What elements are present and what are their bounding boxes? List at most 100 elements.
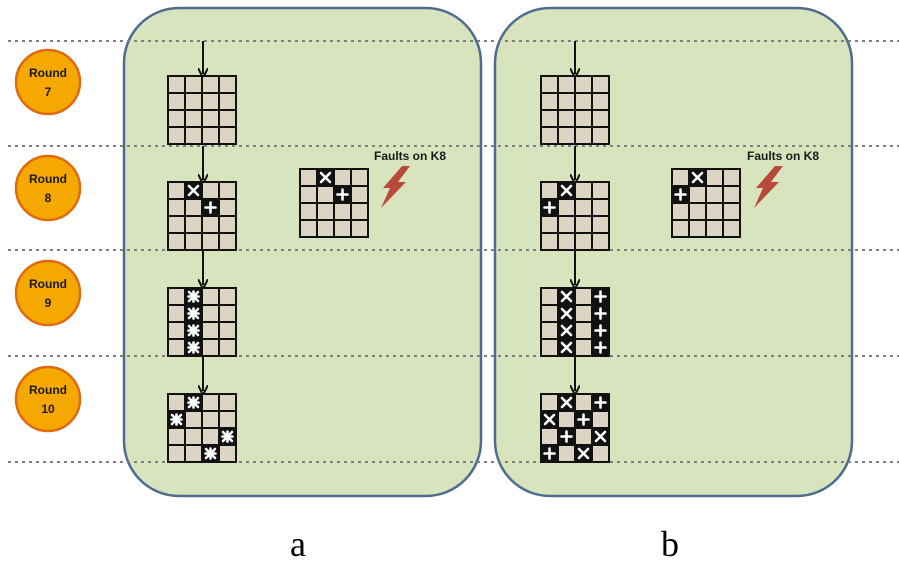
byte-cell [218,198,237,217]
byte-cell [201,92,220,111]
byte-cell [218,109,237,128]
byte-cell [167,75,186,94]
byte-cell [167,198,186,217]
byte-cell [557,109,576,128]
byte-cell [218,232,237,251]
byte-cell [201,181,220,200]
byte-cell [218,126,237,145]
byte-cell [591,198,610,217]
byte-cell [167,215,186,234]
byte-cell [722,202,741,221]
byte-cell [218,410,237,429]
cross-marker [187,184,200,197]
cross-marker [560,290,573,303]
byte-cell [540,126,559,145]
byte-cell [557,92,576,111]
byte-cell [299,168,318,187]
state-grids [167,75,741,463]
byte-cell [350,202,369,221]
byte-cell [350,185,369,204]
round-number: 8 [45,191,52,205]
byte-cell [574,427,593,446]
round-label: Round [29,66,67,80]
byte-cell [201,287,220,306]
byte-cell [184,75,203,94]
byte-cell [299,185,318,204]
byte-cell [350,219,369,238]
byte-cell [184,126,203,145]
byte-cell [201,75,220,94]
byte-cell [218,215,237,234]
byte-cell [167,109,186,128]
round-badge-7: Round 7 [14,48,82,116]
byte-cell [591,232,610,251]
byte-cell [688,219,707,238]
state-grid [167,75,237,145]
byte-cell [591,75,610,94]
cross-marker [560,307,573,320]
byte-cell [201,304,220,323]
byte-cell [167,232,186,251]
state-grid [167,287,237,357]
byte-cell [557,75,576,94]
badge-circle [14,48,82,116]
state-grid [540,393,610,463]
byte-cell [218,75,237,94]
fault-label-a: Faults on K8 [374,149,446,163]
round-number: 10 [41,402,55,416]
byte-cell [557,198,576,217]
byte-cell [591,109,610,128]
round-number: 7 [45,85,52,99]
byte-cell [591,215,610,234]
byte-cell [167,287,186,306]
byte-cell [574,393,593,412]
byte-cell [574,181,593,200]
byte-cell [591,181,610,200]
badge-circle [14,365,82,433]
byte-cell [591,126,610,145]
byte-cell [218,92,237,111]
byte-cell [540,427,559,446]
byte-cell [540,304,559,323]
byte-cell [201,126,220,145]
byte-cell [540,393,559,412]
byte-cell [350,168,369,187]
byte-cell [722,219,741,238]
byte-cell [184,92,203,111]
byte-cell [201,410,220,429]
byte-cell [167,126,186,145]
byte-cell [557,126,576,145]
byte-cell [557,215,576,234]
byte-cell [705,185,724,204]
state-grid [540,75,610,145]
cross-marker [543,413,556,426]
byte-cell [705,219,724,238]
byte-cell [574,287,593,306]
byte-cell [184,215,203,234]
byte-cell [201,232,220,251]
byte-cell [705,168,724,187]
byte-cell [218,393,237,412]
byte-cell [218,181,237,200]
round-separators [8,40,899,463]
cross-marker [560,341,573,354]
byte-cell [688,202,707,221]
round-badge-8: Round 8 [14,154,82,222]
byte-cell [167,304,186,323]
fault-key-grid [299,168,369,238]
byte-cell [540,92,559,111]
byte-cell [540,109,559,128]
cross-marker [594,430,607,443]
byte-cell [557,410,576,429]
byte-cell [167,321,186,340]
byte-cell [671,219,690,238]
badge-circle [14,154,82,222]
byte-cell [201,393,220,412]
cross-marker [319,171,332,184]
byte-cell [218,304,237,323]
byte-cell [167,338,186,357]
byte-cell [218,321,237,340]
byte-cell [333,202,352,221]
panel-label-a: a [290,524,306,564]
